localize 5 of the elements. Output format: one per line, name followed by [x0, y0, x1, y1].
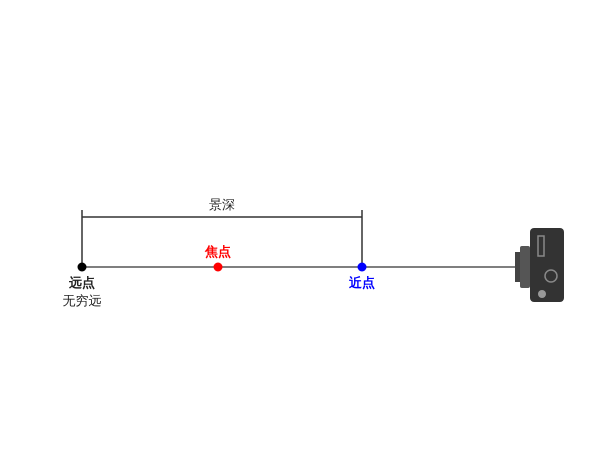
point-label: 远点	[69, 276, 95, 292]
point-label: 无穷远	[62, 294, 102, 310]
point-label: 焦点	[205, 246, 231, 260]
dimension-label: 景深	[209, 198, 235, 214]
point-label: 近点	[349, 276, 375, 292]
